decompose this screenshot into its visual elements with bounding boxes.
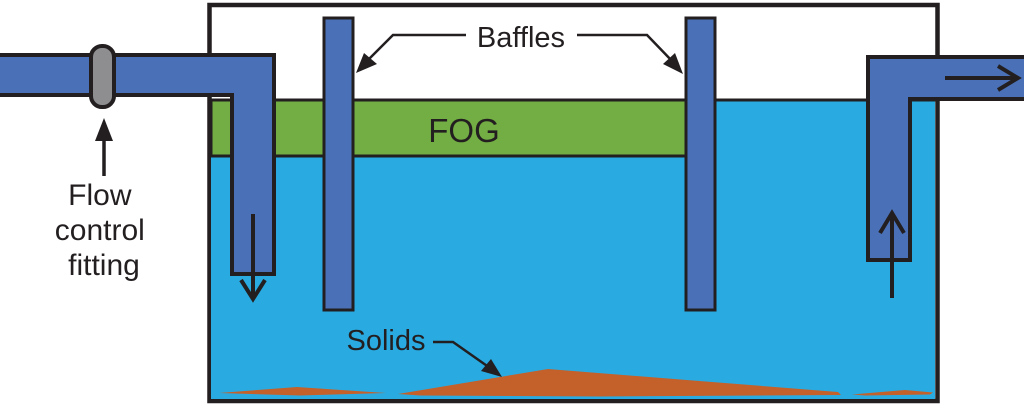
solids-deposit-left xyxy=(219,387,386,396)
baffle-left xyxy=(322,16,355,312)
flow-label-line1: Flow xyxy=(68,179,132,212)
outlet-up-arrow-icon xyxy=(878,209,906,298)
solids-mound xyxy=(398,369,841,397)
fog-layer xyxy=(209,98,708,158)
baffle-right xyxy=(684,16,717,312)
baffles-leader-left xyxy=(356,33,466,73)
flow-label-line2: control xyxy=(55,214,145,247)
solids-leader xyxy=(433,340,502,377)
flow-control-fitting-label: Flow control fitting xyxy=(55,179,153,282)
baffles-leader-right xyxy=(577,33,683,74)
flow-label-line3: fitting xyxy=(68,249,140,282)
water-region xyxy=(211,100,935,399)
flow-control-fitting xyxy=(89,44,116,109)
flow-control-fitting-pointer xyxy=(95,118,113,176)
solids-label: Solids xyxy=(347,325,426,357)
inlet-down-arrow-icon xyxy=(239,214,267,303)
pointer-arrowhead-icon xyxy=(95,118,113,141)
outlet-pipe xyxy=(866,55,1024,262)
leader-arrowhead-icon xyxy=(481,359,502,377)
fog-label: FOG xyxy=(428,112,500,149)
leader-arrowhead-icon xyxy=(356,53,377,73)
discharge-right-arrow-icon xyxy=(945,64,1022,92)
leader-arrowhead-icon xyxy=(663,53,683,74)
solids-deposit-right xyxy=(852,390,933,396)
baffles-label: Baffles xyxy=(477,22,565,54)
